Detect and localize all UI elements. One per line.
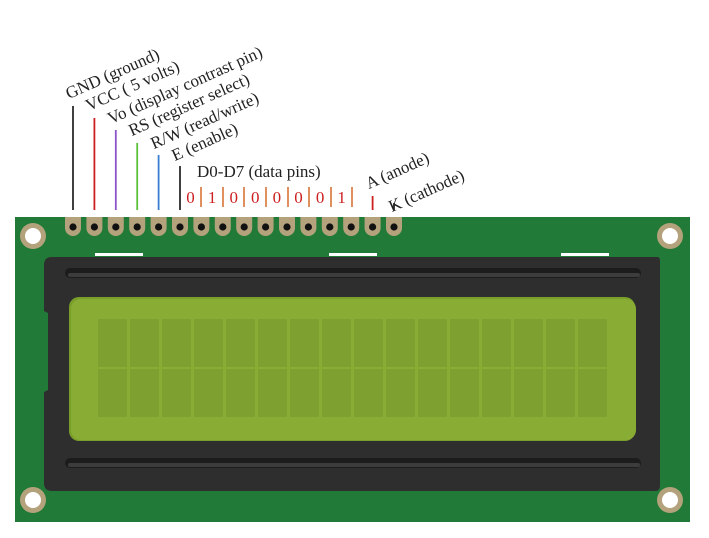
pin-hole <box>347 223 355 231</box>
mount-hole <box>662 228 678 244</box>
pcb-marker <box>329 253 377 256</box>
character-cell <box>546 319 575 367</box>
bit-separator <box>221 187 224 207</box>
character-cell <box>258 319 287 367</box>
pin-header <box>65 217 402 236</box>
character-cell <box>130 369 159 417</box>
character-cell <box>418 319 447 367</box>
data-bit: 1 <box>337 188 346 207</box>
character-cell <box>514 369 543 417</box>
character-cell <box>290 369 319 417</box>
character-cell <box>482 369 511 417</box>
character-cell <box>386 369 415 417</box>
pin-hole <box>155 223 163 231</box>
pin-hole <box>326 223 334 231</box>
pcb-marker <box>561 253 609 256</box>
character-cell <box>322 319 351 367</box>
bit-separator <box>308 187 311 207</box>
character-cell <box>162 319 191 367</box>
data-bit: 0 <box>294 188 303 207</box>
data-bit: 0 <box>186 188 195 207</box>
character-cell <box>226 369 255 417</box>
data-bit: 1 <box>207 188 217 207</box>
pin-hole <box>304 223 312 231</box>
pin-hole <box>197 223 205 231</box>
character-cell <box>450 319 479 367</box>
bit-separator <box>286 187 289 207</box>
lcd-bezel-right-notch <box>660 310 663 390</box>
data-bit: 0 <box>251 188 260 207</box>
pin-hole <box>390 223 398 231</box>
character-cell <box>130 319 159 367</box>
data-bit: 0 <box>315 188 325 207</box>
character-cell <box>258 369 287 417</box>
pin-hole <box>262 223 270 231</box>
bit-separator <box>329 187 332 207</box>
pin-hole <box>69 223 77 231</box>
pin-hole <box>283 223 291 231</box>
pin-hole <box>133 223 141 231</box>
data-bit: 0 <box>272 188 282 207</box>
mounting-holes <box>20 223 683 513</box>
bit-separator <box>351 187 354 207</box>
pin-hole <box>90 223 98 231</box>
bit-separator <box>243 187 246 207</box>
character-cell <box>386 319 415 367</box>
data-bit: 0 <box>229 188 238 207</box>
mount-hole <box>25 492 41 508</box>
character-cell <box>322 369 351 417</box>
pin-hole <box>369 223 377 231</box>
character-cell <box>226 319 255 367</box>
character-cell <box>354 319 383 367</box>
bezel-bottom-slot-highlight <box>68 463 640 467</box>
character-cell <box>194 319 223 367</box>
character-cell <box>194 369 223 417</box>
pin-hole <box>112 223 120 231</box>
bit-separator <box>265 187 268 207</box>
character-cell <box>514 319 543 367</box>
character-cell <box>162 369 191 417</box>
character-cell <box>98 319 127 367</box>
mount-hole <box>662 492 678 508</box>
leader-lines <box>72 106 395 210</box>
character-cell <box>418 369 447 417</box>
bezel-top-slot-highlight <box>68 273 640 277</box>
character-cell <box>546 369 575 417</box>
character-cell <box>578 369 607 417</box>
character-grid <box>98 319 607 417</box>
character-cell <box>578 319 607 367</box>
data-pins-title: D0-D7 (data pins) <box>197 162 321 181</box>
character-cell <box>450 369 479 417</box>
character-cell <box>354 369 383 417</box>
character-cell <box>98 369 127 417</box>
character-cell <box>290 319 319 367</box>
pin-hole <box>240 223 248 231</box>
pin-hole <box>176 223 184 231</box>
mount-hole <box>25 228 41 244</box>
character-cell <box>482 319 511 367</box>
bit-separator <box>200 187 203 207</box>
pin-hole <box>219 223 227 231</box>
pcb-marker <box>95 253 143 256</box>
